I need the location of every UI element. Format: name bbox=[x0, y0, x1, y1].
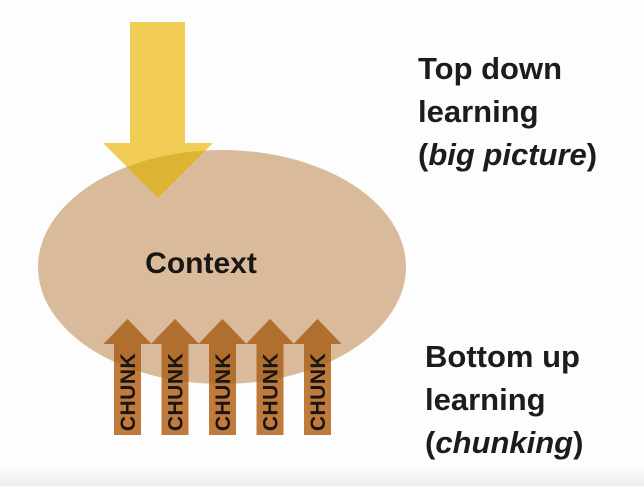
top-down-label-line2: learning bbox=[418, 94, 539, 129]
top-down-label-italic: big picture bbox=[428, 137, 587, 172]
paren-open: ( bbox=[418, 137, 429, 172]
bottom-up-label-line2: learning bbox=[425, 382, 546, 417]
paren-close: ) bbox=[586, 137, 598, 172]
paren-close: ) bbox=[573, 425, 584, 460]
chunk-arrow-label: CHUNK bbox=[307, 353, 330, 431]
bottom-up-label-line1: Bottom up bbox=[425, 339, 580, 374]
context-label: Context bbox=[145, 247, 257, 280]
chunk-arrow-label: CHUNK bbox=[260, 353, 283, 431]
chunk-labels: CHUNK CHUNK CHUNK CHUNK CHUNK bbox=[117, 353, 330, 431]
paren-open: ( bbox=[425, 425, 436, 460]
bottom-up-label: Bottom up learning (chunking) bbox=[425, 335, 583, 464]
top-down-label: Top down learning (big picture) bbox=[418, 47, 597, 176]
top-down-label-line1: Top down bbox=[418, 51, 563, 86]
chunk-arrow-label: CHUNK bbox=[117, 353, 140, 431]
chunk-arrow-label: CHUNK bbox=[165, 353, 188, 431]
chunk-arrow-label: CHUNK bbox=[212, 353, 235, 431]
bottom-up-label-line3: (chunking) bbox=[425, 421, 583, 464]
bottom-edge-strip bbox=[0, 468, 644, 486]
top-down-label-line3: (big picture) bbox=[418, 133, 597, 176]
bottom-up-label-italic: chunking bbox=[435, 425, 574, 460]
